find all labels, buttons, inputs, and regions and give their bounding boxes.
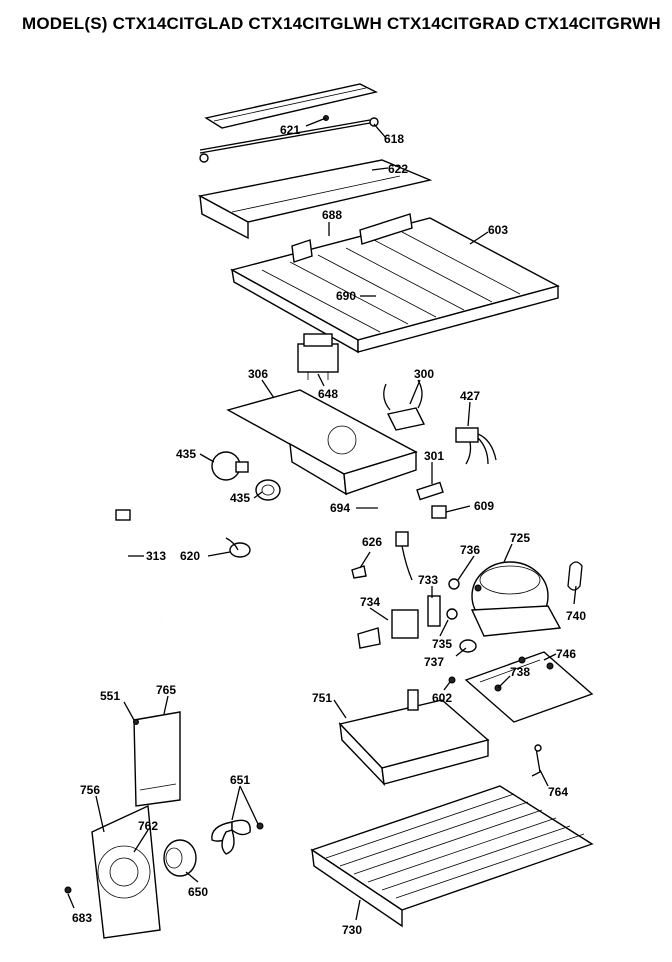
callout-690: 690	[336, 289, 356, 303]
callout-313: 313	[146, 549, 166, 563]
callout-651: 651	[230, 773, 250, 787]
mount-bracket-part	[531, 744, 542, 777]
callout-609: 609	[474, 499, 494, 513]
callout-765: 765	[156, 683, 176, 697]
bulb-socket-part	[255, 479, 281, 501]
callout-688: 688	[322, 208, 342, 222]
callout-306: 306	[248, 367, 268, 381]
callout-301: 301	[424, 449, 444, 463]
connector-part	[455, 427, 497, 465]
clip-part	[431, 505, 447, 519]
callout-603: 603	[488, 223, 508, 237]
callout-622: 622	[388, 162, 408, 176]
callout-738: 738	[510, 665, 530, 679]
screw-683-part	[64, 886, 72, 894]
callout-751: 751	[312, 691, 332, 705]
callout-746: 746	[556, 647, 576, 661]
callout-551: 551	[100, 689, 120, 703]
fan-motor-part	[163, 839, 197, 877]
drain-pan-part	[338, 689, 490, 787]
door-switch-part	[416, 481, 444, 501]
callout-764: 764	[548, 785, 568, 799]
callout-435-socket: 435	[230, 491, 250, 505]
control-housing-part	[226, 389, 418, 496]
screw-602-part	[448, 676, 456, 684]
condenser-coil-part	[310, 785, 594, 928]
terminal-cover-part	[448, 578, 460, 590]
relay-cord-part	[351, 531, 413, 581]
callout-labels: 621 618 622 688 603 690 648 306 300 427 …	[72, 123, 586, 937]
callout-300: 300	[414, 367, 434, 381]
callout-735: 735	[432, 637, 452, 651]
callout-756: 756	[80, 783, 100, 797]
callout-650: 650	[188, 885, 208, 899]
grommet-part	[225, 537, 251, 558]
callout-762: 762	[138, 819, 158, 833]
callout-736: 736	[460, 543, 480, 557]
callout-694: 694	[330, 501, 350, 515]
fan-blade-part	[211, 819, 264, 855]
bracket-part	[567, 561, 583, 591]
light-bulb-part	[211, 451, 249, 481]
callout-683: 683	[72, 911, 92, 925]
diagram-title: MODEL(S) CTX14CITGLAD CTX14CITGLWH CTX14…	[22, 14, 661, 33]
access-panel-part	[133, 711, 181, 807]
drain-tube-part	[114, 509, 162, 632]
compressor-part	[470, 561, 562, 637]
callout-648: 648	[318, 387, 338, 401]
callout-725: 725	[510, 531, 530, 545]
callout-618: 618	[384, 132, 404, 146]
callout-435-bulb: 435	[176, 447, 196, 461]
switch-part	[383, 379, 426, 431]
leader-lines	[67, 117, 577, 921]
callout-620: 620	[180, 549, 200, 563]
callout-626: 626	[362, 535, 382, 549]
overload-part	[427, 595, 458, 627]
thermostat-part	[297, 333, 339, 380]
base-plate-part	[464, 651, 594, 723]
callout-740: 740	[566, 609, 586, 623]
top-rail-part	[199, 83, 379, 163]
callout-602: 602	[432, 691, 452, 705]
callout-427: 427	[460, 389, 480, 403]
callout-621: 621	[280, 123, 300, 137]
callout-737: 737	[424, 655, 444, 669]
screw-551-part	[133, 719, 139, 725]
tray-part	[197, 159, 433, 240]
callout-730: 730	[342, 923, 362, 937]
callout-734: 734	[360, 595, 380, 609]
shelf-part	[230, 213, 560, 354]
callout-733: 733	[418, 573, 438, 587]
relay-part	[357, 609, 419, 649]
